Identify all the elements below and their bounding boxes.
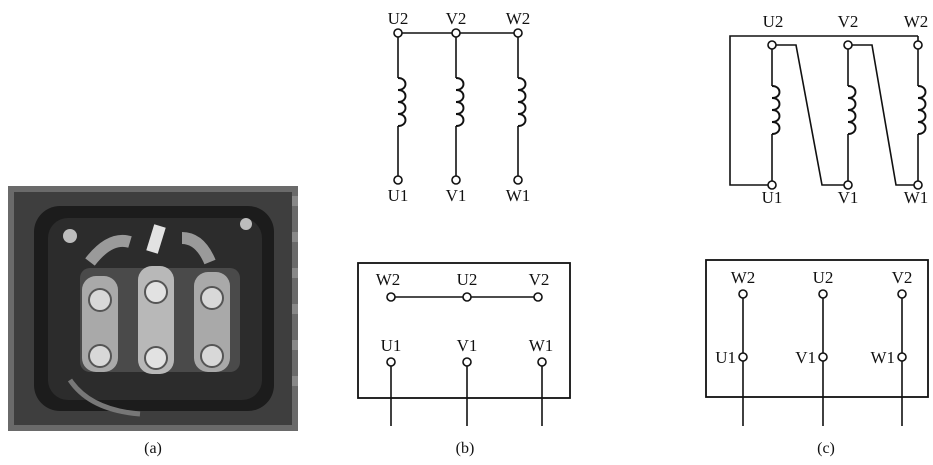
caption-b: (b): [456, 440, 475, 457]
star-terminal-box: W2 U2 V2 U1 V1 W1: [357, 262, 571, 426]
terminal-circle: [843, 40, 853, 50]
star-connection-coils: U2 V2 W2 U1 V1 W1: [388, 9, 531, 205]
terminal-circle: [393, 175, 403, 185]
terminal-circle: [386, 357, 396, 367]
terminal-label: U2: [457, 270, 478, 289]
terminal-circle: [843, 180, 853, 190]
terminal-label: W1: [904, 188, 929, 207]
terminal-circle: [451, 175, 461, 185]
terminal-circle: [738, 289, 748, 299]
terminal-circle: [513, 175, 523, 185]
terminal-circle: [767, 180, 777, 190]
terminal-label: U1: [715, 348, 736, 367]
terminal-circle: [513, 28, 523, 38]
terminal-label: U2: [813, 268, 834, 287]
caption-c: (c): [817, 440, 835, 457]
terminal-circle: [386, 292, 396, 302]
terminal-circle: [818, 289, 828, 299]
terminal-circle: [818, 352, 828, 362]
terminal-circle: [913, 180, 923, 190]
terminal-circle: [537, 357, 547, 367]
terminal-label: W2: [904, 12, 929, 31]
terminal-label: V2: [892, 268, 913, 287]
terminal-label: W2: [506, 9, 531, 28]
terminal-circle: [897, 352, 907, 362]
terminal-label: U1: [762, 188, 783, 207]
terminal-circle: [913, 40, 923, 50]
terminal-label: U1: [388, 186, 409, 205]
terminal-label: W1: [529, 336, 554, 355]
terminal-label: V1: [457, 336, 478, 355]
terminal-label: U2: [763, 12, 784, 31]
caption-a: (a): [144, 440, 162, 457]
terminal-label: W2: [731, 268, 756, 287]
terminal-circle: [393, 28, 403, 38]
terminal-label: V2: [446, 9, 467, 28]
terminal-circle: [462, 357, 472, 367]
terminal-circle: [451, 28, 461, 38]
terminal-label: U1: [381, 336, 402, 355]
terminal-circle: [738, 352, 748, 362]
terminal-label: V2: [838, 12, 859, 31]
terminal-label: U2: [388, 9, 409, 28]
terminal-circle: [897, 289, 907, 299]
terminal-label: V1: [838, 188, 859, 207]
terminal-label: W1: [506, 186, 531, 205]
terminal-label: V1: [795, 348, 816, 367]
terminal-circle: [533, 292, 543, 302]
delta-terminal-box: W2 U2 V2 U1 V1 W1: [705, 259, 929, 426]
terminal-circle: [462, 292, 472, 302]
terminal-circle: [767, 40, 777, 50]
terminal-label: W2: [376, 270, 401, 289]
terminal-label: V2: [529, 270, 550, 289]
terminal-label: W1: [870, 348, 895, 367]
delta-connection-coils: U2 V2 W2 U1 V1 W1: [729, 12, 929, 207]
terminal-label: V1: [446, 186, 467, 205]
terminal-box-photo: [8, 186, 298, 431]
